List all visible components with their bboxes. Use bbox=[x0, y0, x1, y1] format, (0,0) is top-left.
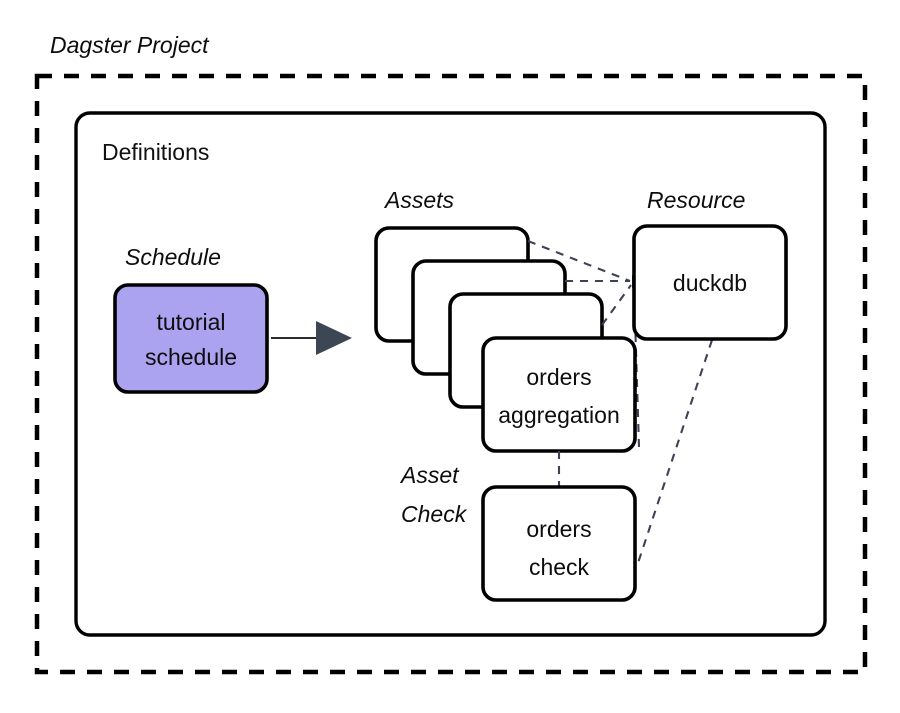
dep-line-duckdb-to-orders-check bbox=[637, 339, 713, 564]
resource-duckdb-label: duckdb bbox=[673, 270, 747, 296]
project-title: Dagster Project bbox=[50, 32, 210, 58]
asset-check-group-label-line2: Check bbox=[401, 501, 468, 527]
dep-line-asset1-to-duckdb bbox=[527, 240, 631, 282]
schedule-label-line2: schedule bbox=[145, 344, 237, 370]
resource-card-duckdb[interactable] bbox=[632, 224, 788, 341]
assets-group-label: Assets bbox=[383, 187, 455, 213]
asset-orders-aggregation-label-line2: aggregation bbox=[498, 402, 620, 428]
schedule-card-tutorial-schedule[interactable] bbox=[113, 283, 269, 394]
flow-arrowhead-schedule-to-assets bbox=[316, 321, 352, 355]
asset-card-orders-aggregation[interactable] bbox=[481, 336, 637, 453]
schedule-group-label: Schedule bbox=[125, 244, 221, 270]
schedule-label-line1: tutorial bbox=[156, 309, 225, 335]
resource-group-label: Resource bbox=[647, 187, 745, 213]
definitions-label: Definitions bbox=[102, 139, 209, 165]
asset-orders-aggregation-label-line1: orders bbox=[526, 364, 591, 390]
asset-check-group-label-line1: Asset bbox=[399, 462, 460, 488]
asset-check-label-line2: check bbox=[529, 554, 590, 580]
asset-check-card-orders-check[interactable] bbox=[481, 485, 637, 602]
asset-check-label-line1: orders bbox=[526, 516, 591, 542]
project-boundary bbox=[34, 73, 868, 675]
